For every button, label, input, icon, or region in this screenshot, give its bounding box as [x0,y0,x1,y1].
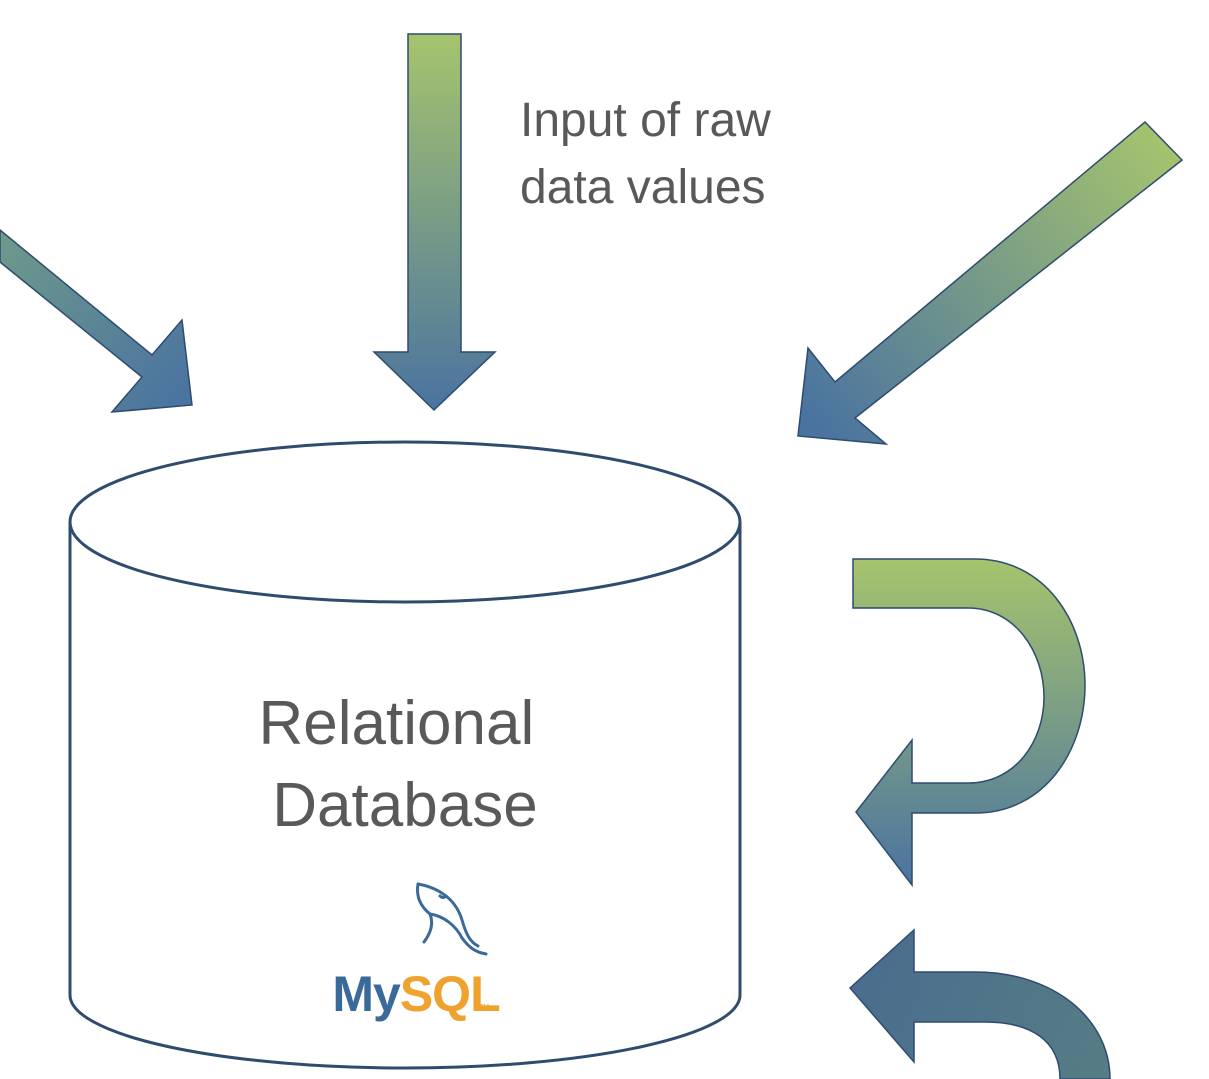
input-label-line1: Input of raw [520,94,771,147]
database-label-line1: Relational [259,689,535,758]
input-label-line2: data values [520,161,766,214]
database-cylinder-top [68,440,742,604]
mysql-trademark: TM [479,1004,489,1011]
input-arrow-right [797,120,1184,445]
mysql-logo-sql: SQL [400,966,500,1022]
curved-arrow-down [852,558,1086,888]
input-arrow-center [372,33,497,412]
database-label-line2: Database [272,771,537,840]
database-label: Relational Database [259,689,552,840]
input-arrow-left [0,229,193,413]
curved-arrow-up [848,928,1111,1079]
mysql-logo-my: My [332,966,401,1022]
database-cylinder [68,522,742,1070]
input-label: Input of raw data values [520,94,784,214]
mysql-logo: MySQL [332,966,499,1022]
dolphin-icon [416,882,488,956]
